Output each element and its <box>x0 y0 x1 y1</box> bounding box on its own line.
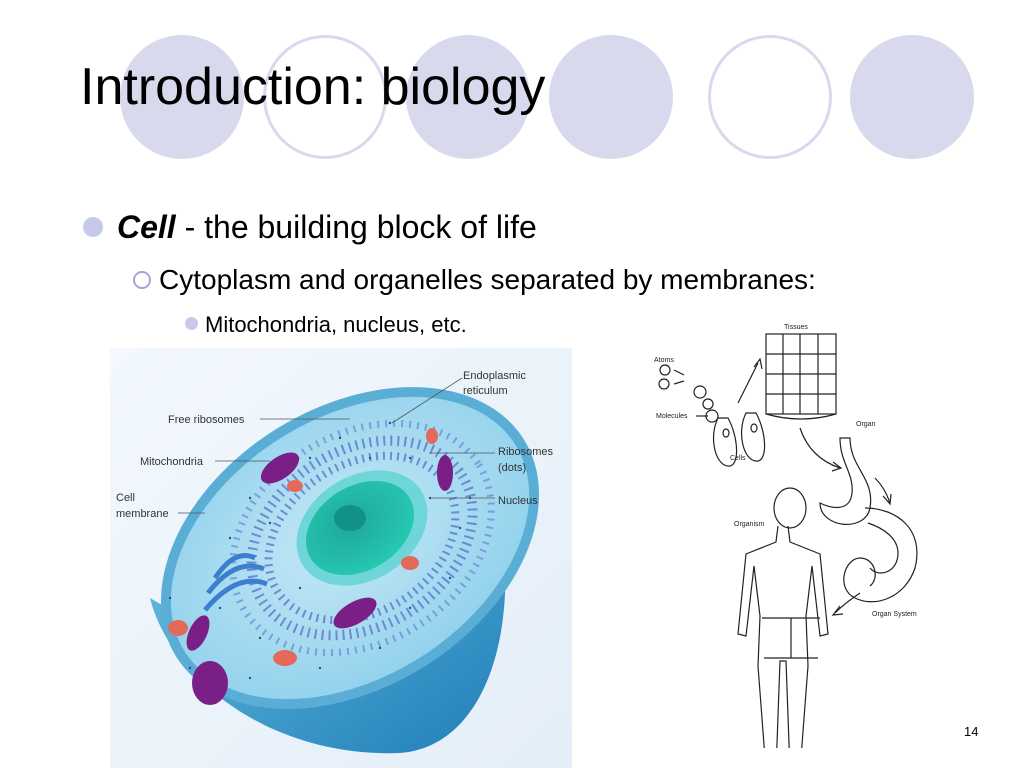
label-cells: Cells <box>730 455 746 462</box>
bullet-dot-icon <box>185 316 198 330</box>
decor-circle-1 <box>120 35 244 159</box>
label-molecules: Molecules <box>656 413 688 420</box>
organization-illustration: Atoms Molecules Cells Tissues Organ Orga… <box>654 324 918 768</box>
decor-circle-4 <box>549 35 673 159</box>
label-tissues: Tissues <box>784 324 808 331</box>
bullet-text: Mitochondria, nucleus, etc. <box>205 312 467 337</box>
label-organ: Organ <box>856 421 876 428</box>
cell-diagram: Endoplasmic reticulum Free ribosomes Mit… <box>110 348 572 768</box>
label-organism: Organism <box>734 521 765 528</box>
decor-circle-2 <box>263 35 387 159</box>
label-endoplasmic-reticulum: Endoplasmic <box>463 370 526 382</box>
bullet-text: Cytoplasm and organelles separated by me… <box>159 264 816 295</box>
decor-circle-5 <box>708 35 832 159</box>
label-cell-membrane: Cell <box>116 492 135 504</box>
label-organ-system: Organ System <box>872 611 917 618</box>
label-ribosomes-dots: (dots) <box>498 462 526 474</box>
bullet-level-3: Mitochondria, nucleus, etc. <box>185 310 467 340</box>
bullet-level-1: Cell - the building block of life <box>83 205 537 249</box>
label-endoplasmic-reticulum-2: reticulum <box>463 385 508 397</box>
label-ribosomes: Ribosomes <box>498 446 554 458</box>
decor-circle-3 <box>406 35 530 159</box>
label-cell-membrane-2: membrane <box>116 508 169 520</box>
cell-illustration: Endoplasmic reticulum Free ribosomes Mit… <box>110 348 572 768</box>
bullet-ring-icon <box>133 270 151 289</box>
slide-title: Introduction: biology <box>80 58 546 116</box>
decor-circle-6 <box>850 35 974 159</box>
bullet-text: - the building block of life <box>175 209 537 245</box>
organization-diagram: Atoms Molecules Cells Tissues Organ Orga… <box>650 318 950 768</box>
page-number: 14 <box>964 724 979 739</box>
label-atoms: Atoms <box>654 357 674 364</box>
bullet-dot-icon <box>83 216 103 237</box>
label-free-ribosomes: Free ribosomes <box>168 414 245 426</box>
bullet-emphasis: Cell <box>117 209 176 245</box>
label-mitochondria: Mitochondria <box>140 456 204 468</box>
label-nucleus: Nucleus <box>498 495 538 507</box>
bullet-level-2: Cytoplasm and organelles separated by me… <box>133 261 816 299</box>
